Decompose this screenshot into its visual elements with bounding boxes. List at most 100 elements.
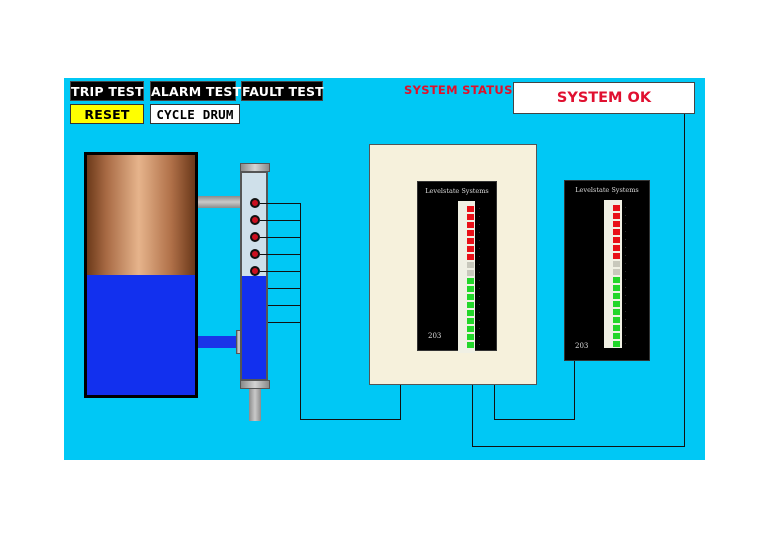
meter-segment-green <box>613 301 620 307</box>
meter-segment-green <box>467 326 474 332</box>
system-status-label: SYSTEM STATUS <box>404 83 513 97</box>
meter-segment-red <box>467 246 474 252</box>
meter-scale-tick: · <box>625 230 627 234</box>
meter-scale-tick: · <box>479 295 481 299</box>
meter-segment-off <box>613 269 620 275</box>
column-drain-pipe <box>249 389 261 421</box>
system-status-display: SYSTEM OK <box>513 82 695 114</box>
probe-wire <box>260 254 300 255</box>
meter-segment-red <box>467 214 474 220</box>
meter-scale-tick: · <box>625 326 627 330</box>
cable-run <box>574 361 575 420</box>
cycle-drum-button[interactable]: CYCLE DRUM <box>150 104 240 124</box>
level-indicator-meter: Levelstate Systems 203 ·················… <box>417 181 497 353</box>
trip-test-button[interactable]: TRIP TEST <box>70 81 144 101</box>
probe-wire <box>268 288 300 289</box>
meter-segment-green <box>467 294 474 300</box>
fault-test-button[interactable]: FAULT TEST <box>241 81 324 101</box>
meter-scale-tick: · <box>625 310 627 314</box>
meter-segment-green <box>467 310 474 316</box>
meter-segment-green <box>613 325 620 331</box>
meter-segment-green <box>613 285 620 291</box>
probe-wire <box>260 237 300 238</box>
probe-electrode <box>250 249 260 259</box>
meter-scale-tick: · <box>625 206 627 210</box>
meter-segment-green <box>613 293 620 299</box>
meter-scale-tick: · <box>479 319 481 323</box>
meter-scale-tick: · <box>479 239 481 243</box>
meter-scale-tick: · <box>625 254 627 258</box>
meter-segment-red <box>467 230 474 236</box>
meter-segment-green <box>467 342 474 348</box>
meter-scale-tick: · <box>479 223 481 227</box>
meter-segment-green <box>613 341 620 347</box>
meter-segment-red <box>613 221 620 227</box>
mimic-panel: TRIP TEST ALARM TEST FAULT TEST RESET CY… <box>64 78 705 460</box>
probe-bus <box>300 203 301 323</box>
cable-run <box>300 419 400 420</box>
column-bottom-cap <box>240 380 270 389</box>
drum-water-level <box>87 275 195 395</box>
meter-scale-tick: · <box>625 318 627 322</box>
control-cabinet: Levelstate Systems 203 ·················… <box>369 144 537 385</box>
meter-segment-red <box>467 222 474 228</box>
meter-scale-tick: · <box>479 231 481 235</box>
cable-run <box>684 114 685 447</box>
meter-segment-green <box>613 317 620 323</box>
meter-scale-tick: · <box>625 238 627 242</box>
probe-electrode <box>250 198 260 208</box>
meter-scale-tick: · <box>479 271 481 275</box>
column-water-level <box>242 276 266 379</box>
meter-segment-off <box>467 270 474 276</box>
meter-scale-tick: · <box>479 311 481 315</box>
meter-segment-green <box>467 286 474 292</box>
probe-electrode <box>250 266 260 276</box>
meter-title: Levelstate Systems <box>575 186 639 194</box>
meter-scale-tick: · <box>479 335 481 339</box>
meter-scale-tick: · <box>625 294 627 298</box>
meter-scale-tick: · <box>479 255 481 259</box>
cable-run <box>400 385 401 420</box>
alarm-test-button[interactable]: ALARM TEST <box>150 81 241 101</box>
meter-tag: 203 <box>575 342 589 350</box>
meter-segment-red <box>613 229 620 235</box>
probe-electrode <box>250 232 260 242</box>
meter-segment-off <box>467 262 474 268</box>
boiler-drum <box>84 152 198 398</box>
probe-wire <box>268 305 300 306</box>
meter-segment-green <box>467 302 474 308</box>
probe-wire <box>260 271 300 272</box>
meter-segment-green <box>613 309 620 315</box>
meter-scale-tick: · <box>479 327 481 331</box>
meter-scale-tick: · <box>479 215 481 219</box>
probe-wire <box>268 322 300 323</box>
meter-scale-tick: · <box>479 343 481 347</box>
meter-scale-tick: · <box>625 334 627 338</box>
meter-scale-tick: · <box>625 262 627 266</box>
meter-scale-tick: · <box>479 207 481 211</box>
meter-tag: 203 <box>428 332 442 340</box>
meter-segment-green <box>613 333 620 339</box>
level-indicator-meter-remote: Levelstate Systems 203 ·················… <box>564 180 650 361</box>
meter-segment-green <box>467 334 474 340</box>
meter-segment-red <box>613 213 620 219</box>
meter-scale-tick: · <box>625 286 627 290</box>
cable-run <box>494 385 495 420</box>
meter-scale-tick: · <box>479 279 481 283</box>
meter-scale-tick: · <box>479 247 481 251</box>
meter-scale-tick: · <box>479 263 481 267</box>
meter-segment-red <box>613 205 620 211</box>
meter-segment-off <box>613 261 620 267</box>
meter-segment-red <box>613 237 620 243</box>
reset-button[interactable]: RESET <box>70 104 144 124</box>
meter-segment-red <box>613 253 620 259</box>
probe-electrode <box>250 215 260 225</box>
cable-run <box>472 446 684 447</box>
meter-segment-green <box>467 278 474 284</box>
probe-wire <box>260 203 300 204</box>
meter-segment-red <box>467 254 474 260</box>
meter-scale-tick: · <box>625 246 627 250</box>
meter-scale-tick: · <box>625 278 627 282</box>
meter-segment-red <box>467 238 474 244</box>
cable-run <box>472 385 473 447</box>
